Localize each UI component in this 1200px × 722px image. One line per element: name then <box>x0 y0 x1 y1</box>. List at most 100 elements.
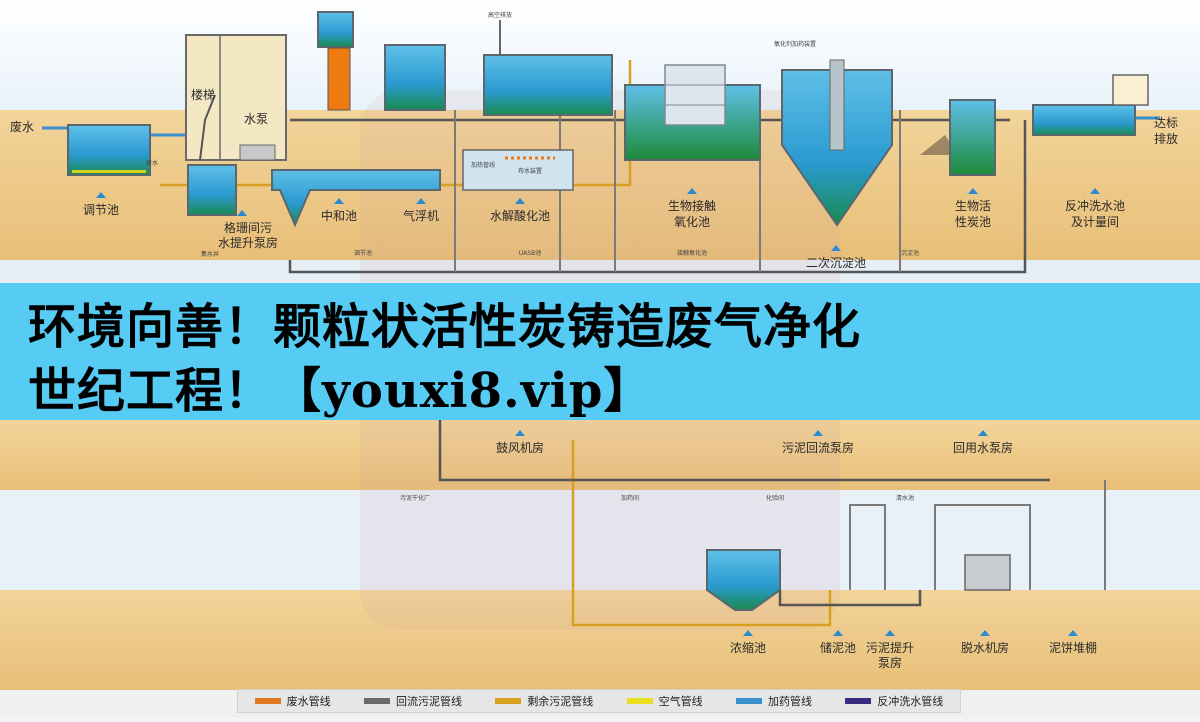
head-tank-water <box>318 12 353 47</box>
legend-item: 反冲洗水管线 <box>845 693 943 709</box>
legend-swatch <box>495 698 522 704</box>
label-wastewater-small: 废水 <box>146 159 158 167</box>
marker-icon <box>1090 188 1100 194</box>
label-wastewater: 废水 <box>10 119 34 134</box>
ground-band-2 <box>0 420 1200 490</box>
label-water-pump: 水泵 <box>244 112 268 126</box>
pipe-legend: 废水管线 回流污泥管线 剩余污泥管线 空气管线 加药管线 反冲洗水管线 <box>237 689 961 713</box>
flotation-tank <box>384 44 446 111</box>
legend-item: 废水管线 <box>254 693 331 709</box>
label-blower-room: 鼓风机房 <box>496 440 544 455</box>
label-hydrolysis: 水解酸化池 <box>490 208 550 223</box>
banner-line-2: 世纪工程！【youxi8.vip】 <box>28 363 653 419</box>
marker-icon <box>885 630 895 636</box>
marker-icon <box>237 210 247 216</box>
label-dewatering: 脱水机房 <box>961 640 1009 655</box>
legend-label: 回流污泥管线 <box>395 695 462 708</box>
gray-frame-pipe <box>849 504 886 590</box>
marker-icon <box>515 430 525 436</box>
label-backwash-2: 及计量间 <box>1071 215 1119 229</box>
label-sludge-return: 污泥回流泵房 <box>782 440 854 455</box>
label-grille-1: 格珊间污 <box>224 220 272 235</box>
label-dosing-room: 加药间 <box>621 494 639 502</box>
regulating-tank <box>67 124 151 176</box>
mid-return-pipe <box>438 420 1050 482</box>
label-thickener: 浓缩池 <box>730 640 766 655</box>
label-settle-small: 沉淀池 <box>901 249 919 257</box>
banner-line-1: 环境向善！颗粒状活性炭铸造废气净化 <box>28 299 862 355</box>
neutralization-tank-water <box>272 170 440 225</box>
label-flotation: 气浮机 <box>403 208 439 223</box>
legend-label: 加药管线 <box>767 695 812 708</box>
media-frame <box>664 64 726 126</box>
label-stairs: 楼梯 <box>191 87 215 102</box>
pump-unit <box>239 144 276 161</box>
return-header-pipe <box>288 120 1027 274</box>
orange-column <box>327 47 351 111</box>
center-well <box>829 59 845 151</box>
sludge-transfer-pipe <box>778 590 922 607</box>
regulating-tank-air <box>72 170 146 173</box>
label-bio-contact-1: 生物接触 <box>668 198 716 213</box>
legend-swatch <box>845 698 872 704</box>
label-dosing-device: 氧化剂加药装置 <box>774 40 816 48</box>
legend-swatch <box>254 698 281 704</box>
marker-icon <box>334 198 344 204</box>
thickener-water <box>707 550 780 610</box>
bio-carbon-tank <box>949 99 996 176</box>
marker-icon <box>416 198 426 204</box>
label-bio-carbon-1: 生物活 <box>955 199 991 213</box>
dewatering-machine <box>964 554 1011 591</box>
label-regulating-tank: 调节池 <box>83 203 119 217</box>
marker-icon <box>831 245 841 251</box>
label-distributor: 布水装置 <box>518 167 542 175</box>
label-backwash-1: 反冲洗水池 <box>1065 198 1125 213</box>
label-grille-2: 水提升泵房 <box>218 235 278 250</box>
label-neutralization: 中和池 <box>321 208 357 223</box>
label-exhaust: 高空排放 <box>488 11 512 19</box>
marker-icon <box>1068 630 1078 636</box>
grille-well <box>187 164 237 216</box>
label-regulating-small: 调节池 <box>354 249 372 257</box>
legend-label: 空气管线 <box>658 695 703 708</box>
grille-well-water <box>188 165 236 215</box>
legend-item: 空气管线 <box>626 693 703 709</box>
label-clear-water: 清水池 <box>896 494 914 502</box>
legend-item: 加药管线 <box>735 693 812 709</box>
marker-icon <box>96 192 106 198</box>
marker-icon <box>980 630 990 636</box>
marker-icon <box>515 198 525 204</box>
marker-icon <box>687 188 697 194</box>
label-sump: 集水井 <box>201 250 219 258</box>
regulating-tank-water <box>68 125 150 175</box>
backwash-tank-water <box>1033 105 1135 135</box>
overlay-banner: 环境向善！颗粒状活性炭铸造废气净化 世纪工程！【youxi8.vip】 <box>0 283 1200 420</box>
legend-label: 反冲洗水管线 <box>877 695 944 708</box>
label-uasb: UASB池 <box>519 249 541 257</box>
marker-icon <box>968 188 978 194</box>
stairs-shape <box>199 94 216 161</box>
label-markers <box>96 188 1100 636</box>
bio-carbon-water <box>950 100 995 175</box>
thickener-tank <box>706 549 781 611</box>
sedimentation-tank <box>781 69 893 227</box>
legend-item: 回流污泥管线 <box>363 693 462 709</box>
marker-icon <box>743 630 753 636</box>
legend-swatch <box>735 698 762 704</box>
label-bio-contact-2: 氧化池 <box>674 215 710 229</box>
label-heating-pipe: 加热管线 <box>471 161 495 169</box>
label-reuse-pump: 回用水泵房 <box>953 440 1013 455</box>
legend-label: 剩余污泥管线 <box>527 695 594 708</box>
label-sludge-lift-2: 泵房 <box>878 655 902 670</box>
backwash-tank <box>1032 104 1136 136</box>
neutralization-tank <box>271 169 441 228</box>
hydrolysis-tank <box>483 54 613 116</box>
legend-swatch <box>363 698 390 704</box>
marker-icon <box>833 630 843 636</box>
label-bio-carbon-2: 性炭池 <box>955 215 991 229</box>
marker-icon <box>978 430 988 436</box>
marker-icon <box>813 430 823 436</box>
legend-item: 剩余污泥管线 <box>495 693 593 709</box>
